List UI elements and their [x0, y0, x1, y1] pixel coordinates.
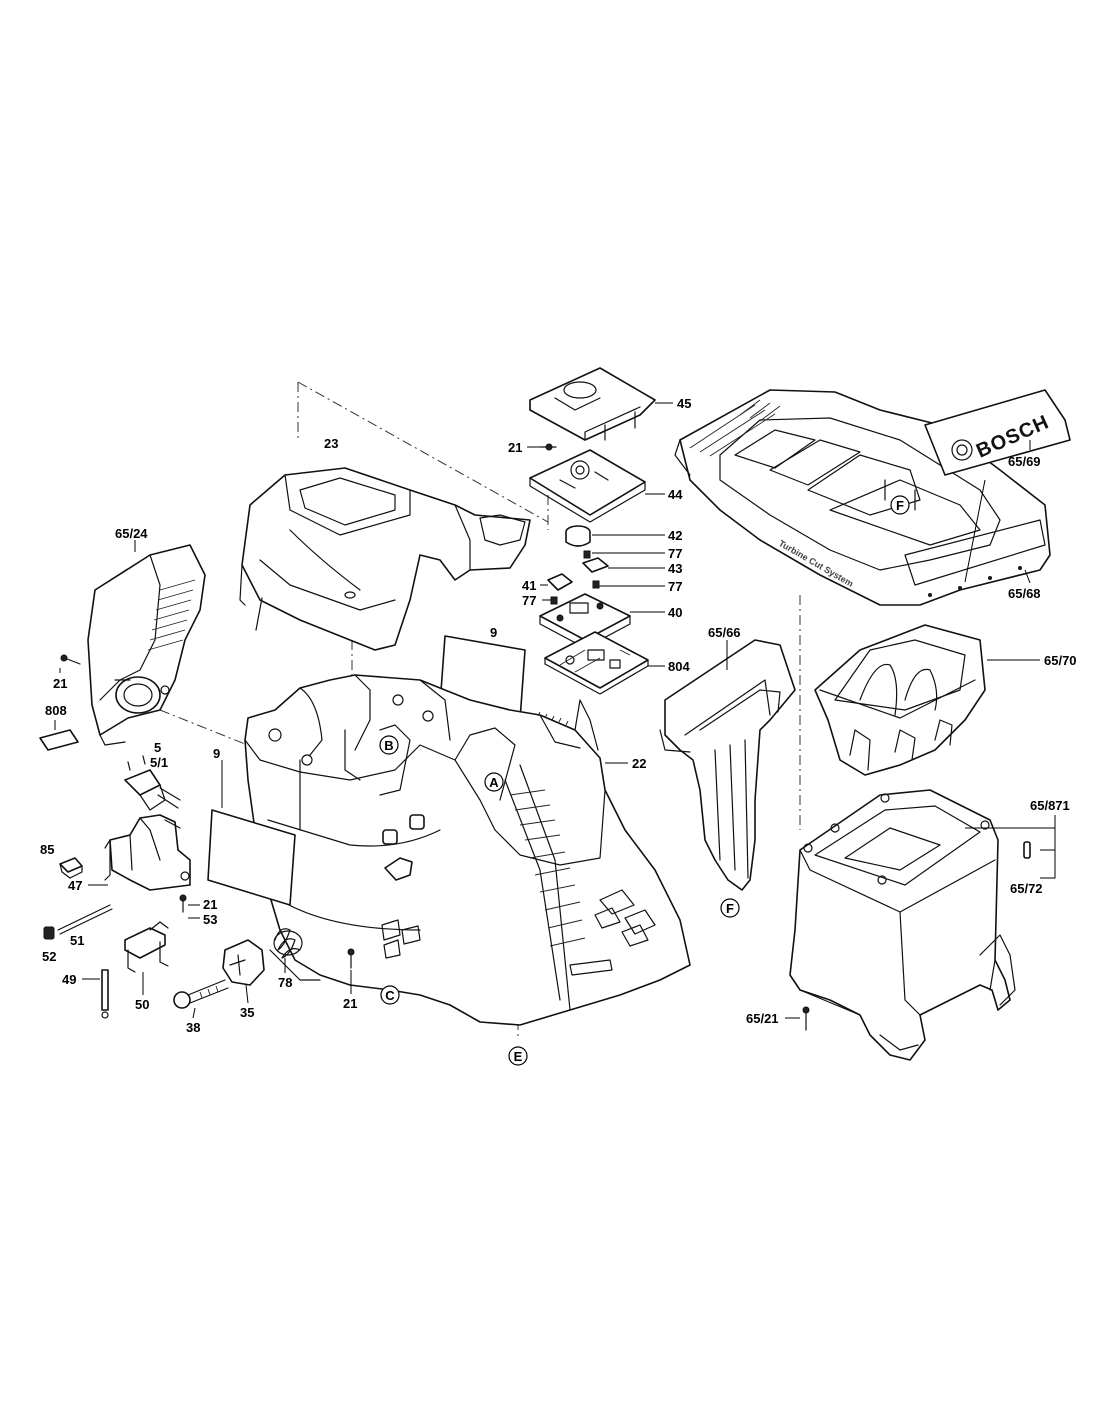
part-22-main-housing — [244, 674, 691, 1026]
part-47-cable-holder — [104, 814, 191, 891]
label-808: 808 — [45, 703, 67, 718]
part-45-switch-cover-plate — [529, 367, 656, 441]
svg-text:E: E — [514, 1049, 523, 1064]
part-78-spring — [273, 928, 303, 959]
label-50: 50 — [135, 997, 149, 1012]
label-51: 51 — [70, 933, 84, 948]
label-5-1: 5/1 — [150, 755, 168, 770]
part-41-button — [547, 573, 573, 591]
label-65-871: 65/871 — [1030, 798, 1070, 813]
label-77-b: 77 — [668, 579, 682, 594]
part-21-screw-left — [60, 654, 81, 665]
part-51-rod — [57, 904, 113, 935]
label-21-left: 21 — [53, 676, 67, 691]
label-65-70: 65/70 — [1044, 653, 1077, 668]
part-cable-clip — [382, 814, 425, 881]
callout-C: C — [380, 985, 400, 1005]
label-40: 40 — [668, 605, 682, 620]
part-43-button — [582, 557, 609, 573]
part-804-circuit-board — [544, 631, 649, 695]
part-65-871-base-stand — [789, 789, 1016, 1061]
part-21-screw-bottom — [347, 948, 355, 969]
part-65-70-hopper-insert — [814, 624, 986, 776]
label-53: 53 — [203, 912, 217, 927]
part-9-label-lower — [207, 809, 296, 906]
leader-lines — [54, 402, 1056, 1019]
label-65-21: 65/21 — [746, 1011, 779, 1026]
part-808-foam-pad — [39, 729, 79, 751]
label-42: 42 — [668, 528, 682, 543]
label-9-lower: 9 — [213, 746, 220, 761]
label-21-bottom: 21 — [343, 996, 357, 1011]
label-45: 45 — [677, 396, 691, 411]
part-40-switch-module — [539, 593, 631, 649]
label-65-68: 65/68 — [1008, 586, 1041, 601]
callout-B: B — [379, 735, 399, 755]
part-50-bracket — [124, 921, 169, 973]
label-804: 804 — [668, 659, 690, 674]
part-38-bolt — [173, 979, 229, 1009]
svg-text:A: A — [489, 775, 499, 790]
label-23: 23 — [324, 436, 338, 451]
part-65-66-feed-pusher — [659, 639, 796, 891]
part-65-69-brand-badge: BOSCH — [924, 389, 1071, 476]
label-77-a: 77 — [668, 546, 682, 561]
label-77-c: 77 — [522, 593, 536, 608]
part-35-adjustment-knob — [222, 939, 265, 986]
label-9-upper: 9 — [490, 625, 497, 640]
part-49-pin — [101, 969, 109, 1019]
part-77-small-spring-a — [583, 550, 591, 559]
label-21-mid: 21 — [203, 897, 217, 912]
label-22: 22 — [632, 756, 646, 771]
label-52: 52 — [42, 949, 56, 964]
label-65-72: 65/72 — [1010, 881, 1043, 896]
callout-F-pusher: F — [720, 898, 740, 918]
label-35: 35 — [240, 1005, 254, 1020]
label-78: 78 — [278, 975, 292, 990]
label-65-24: 65/24 — [115, 526, 148, 541]
callout-F-cover: F — [890, 495, 910, 515]
label-5: 5 — [154, 740, 161, 755]
part-5-connector — [124, 755, 181, 811]
callout-E: E — [508, 1046, 528, 1066]
part-65-72-pin — [1023, 841, 1031, 859]
part-21-screw-top — [539, 443, 557, 451]
part-number-labels: 45 21 23 44 42 77 43 41 77 77 40 804 65/… — [40, 396, 1077, 1035]
part-65-21-screw — [802, 1006, 810, 1031]
part-52-spring — [43, 926, 55, 940]
label-38: 38 — [186, 1020, 200, 1035]
label-21-top: 21 — [508, 440, 522, 455]
label-49: 49 — [62, 972, 76, 987]
svg-text:C: C — [385, 988, 395, 1003]
label-43: 43 — [668, 561, 682, 576]
svg-text:B: B — [384, 738, 393, 753]
callout-A: A — [484, 772, 504, 792]
label-41: 41 — [522, 578, 536, 593]
part-85-clamp — [59, 857, 83, 879]
label-65-69: 65/69 — [1008, 454, 1041, 469]
label-44: 44 — [668, 487, 683, 502]
svg-text:F: F — [896, 498, 904, 513]
label-65-66: 65/66 — [708, 625, 741, 640]
part-65-24-side-cover — [87, 544, 206, 746]
label-47: 47 — [68, 878, 82, 893]
svg-text:F: F — [726, 901, 734, 916]
label-85: 85 — [40, 842, 54, 857]
part-21-screw-mid — [179, 894, 187, 913]
part-23-upper-housing — [239, 467, 531, 651]
part-42-knob — [565, 525, 591, 547]
part-44-switch-plate — [529, 449, 646, 523]
